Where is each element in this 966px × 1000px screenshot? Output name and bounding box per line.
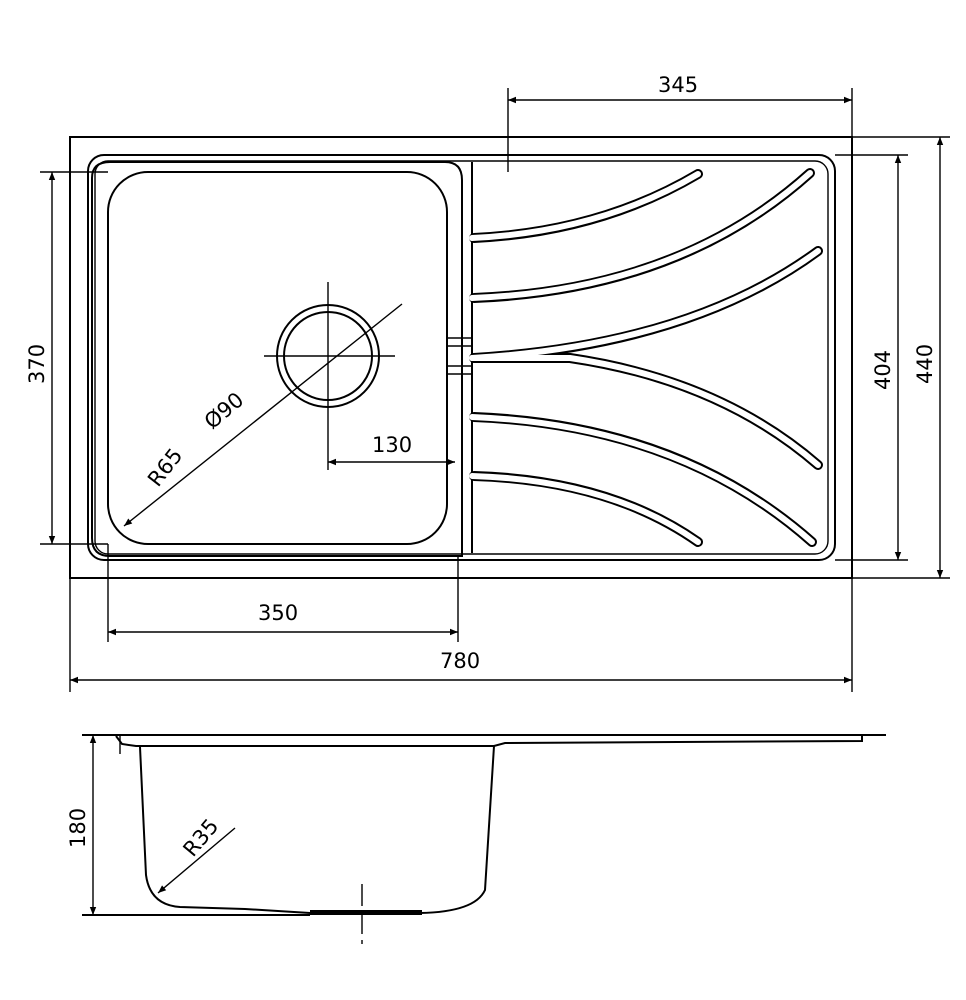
drain-flange [310,910,422,915]
bowl-width-label: 350 [258,601,298,625]
bowl-depth-label: 370 [25,344,49,384]
overall-depth-label: 440 [913,344,937,384]
drainboard-width-label: 345 [658,73,698,97]
overflow-slots [446,337,472,375]
drain-offset-label: 130 [372,433,412,457]
overall-width-label: 780 [440,649,480,673]
side-view: 180 R35 [66,734,886,944]
drain [264,282,395,470]
inner-depth-label: 404 [871,350,895,390]
top-view: R65 Ø90 130 345 370 404 440 350 [25,73,950,692]
bowl-height-label: 180 [66,808,90,848]
bowl-edge [91,161,463,557]
rim-profile [115,735,863,747]
bowl-corner-radius-label: R65 [143,444,187,491]
rim-outer [87,154,836,561]
drain-diameter-label: Ø90 [200,388,249,434]
drainboard-grooves [469,168,823,547]
bowl-inner [107,171,448,545]
bottom-radius-label: R35 [178,814,223,861]
outer-frame [69,136,853,579]
radius-leader [123,303,403,527]
bottom-radius-leader [157,827,236,894]
